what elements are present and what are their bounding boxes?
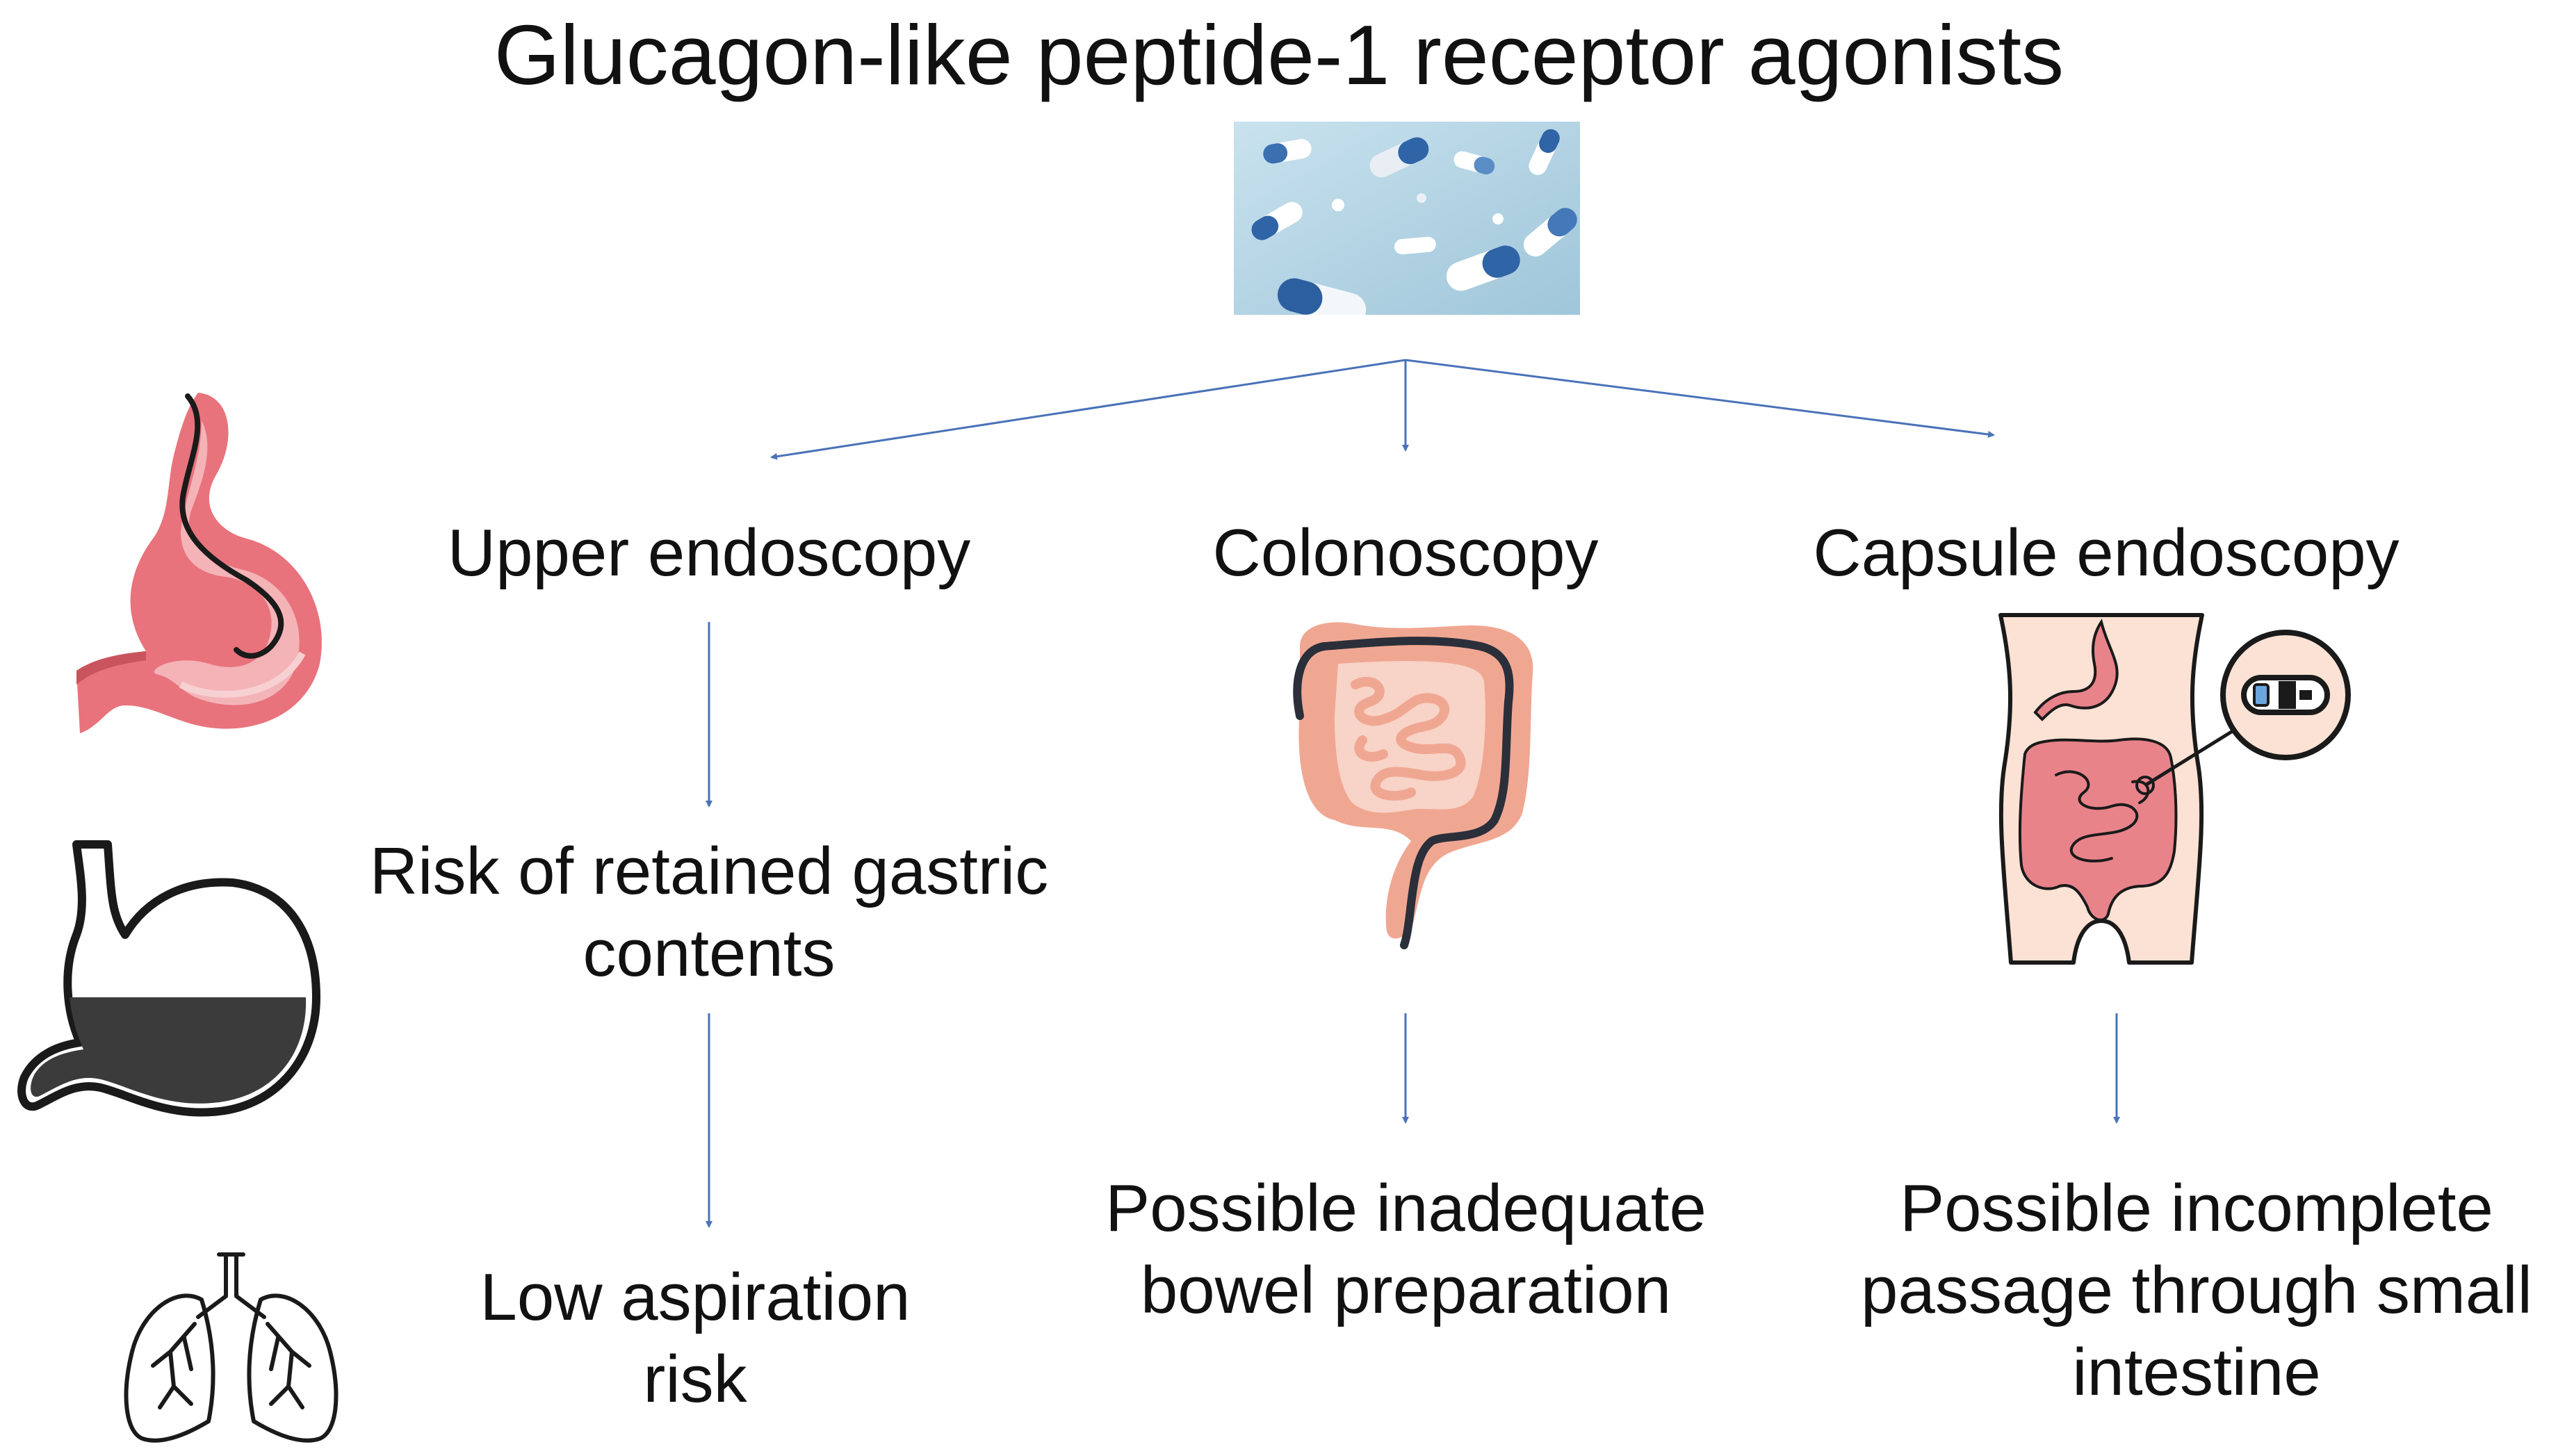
pills-image [1234,122,1580,315]
heading-colonoscopy: Colonoscopy [1212,516,1599,590]
heading-capsule-endoscopy: Capsule endoscopy [1813,516,2400,590]
upper-step-low-aspiration: Low aspiration risk [480,1260,911,1416]
stomach-retained-contents-icon [17,840,320,1117]
arrow-to-upper-endoscopy [770,359,1406,460]
colon-step-inadequate-prep: Possible inadequate bowel preparation [1105,1171,1706,1327]
diagram-title: Glucagon-like peptide-1 receptor agonist… [494,8,2064,102]
arrow-to-capsule-endoscopy [1405,359,1995,438]
lungs-icon [124,1252,339,1443]
colon-colonoscope-icon [1293,622,1533,949]
heading-upper-endoscopy: Upper endoscopy [447,516,971,590]
upper-step-retained-contents: Risk of retained gastric contents [369,834,1049,990]
stomach-endoscope-icon [76,393,322,733]
torso-capsule-icon [1998,613,2351,965]
capsule-step-incomplete-passage: Possible incomplete passage through smal… [1861,1171,2532,1409]
